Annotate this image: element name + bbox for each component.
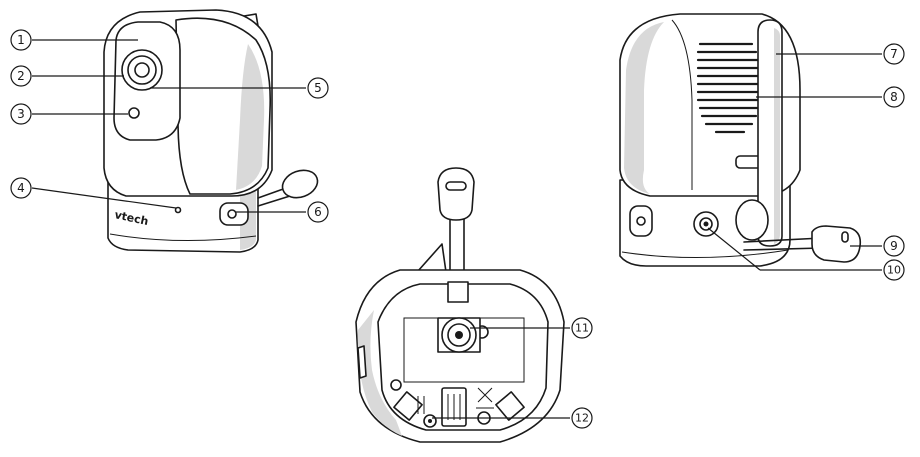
svg-text:12: 12: [575, 412, 589, 425]
callout-11: 11: [571, 317, 593, 339]
camera-back-view: [619, 13, 862, 267]
svg-text:9: 9: [890, 239, 898, 253]
svg-text:6: 6: [314, 205, 322, 219]
speaker-grille: [696, 42, 762, 134]
svg-text:8: 8: [890, 90, 898, 104]
callout-10: 10: [883, 259, 905, 281]
leader-lines: [31, 39, 882, 419]
callout-1: 1: [10, 29, 32, 51]
svg-text:2: 2: [17, 69, 25, 83]
callout-4: 4: [10, 177, 32, 199]
callout-3: 3: [10, 103, 32, 125]
svg-text:1: 1: [17, 33, 25, 47]
svg-text:10: 10: [887, 264, 901, 277]
callout-8: 8: [883, 86, 905, 108]
callout-5: 5: [307, 77, 329, 99]
callout-9: 9: [883, 235, 905, 257]
callout-7: 7: [883, 43, 905, 65]
svg-text:3: 3: [17, 107, 25, 121]
svg-text:4: 4: [17, 181, 25, 195]
callout-6: 6: [307, 201, 329, 223]
camera-front-view: vtech: [103, 9, 319, 253]
svg-text:7: 7: [890, 47, 898, 61]
callout-2: 2: [10, 65, 32, 87]
svg-text:11: 11: [575, 322, 589, 335]
camera-bottom-view: [355, 167, 565, 443]
callout-12: 12: [571, 407, 593, 429]
svg-text:5: 5: [314, 81, 322, 95]
